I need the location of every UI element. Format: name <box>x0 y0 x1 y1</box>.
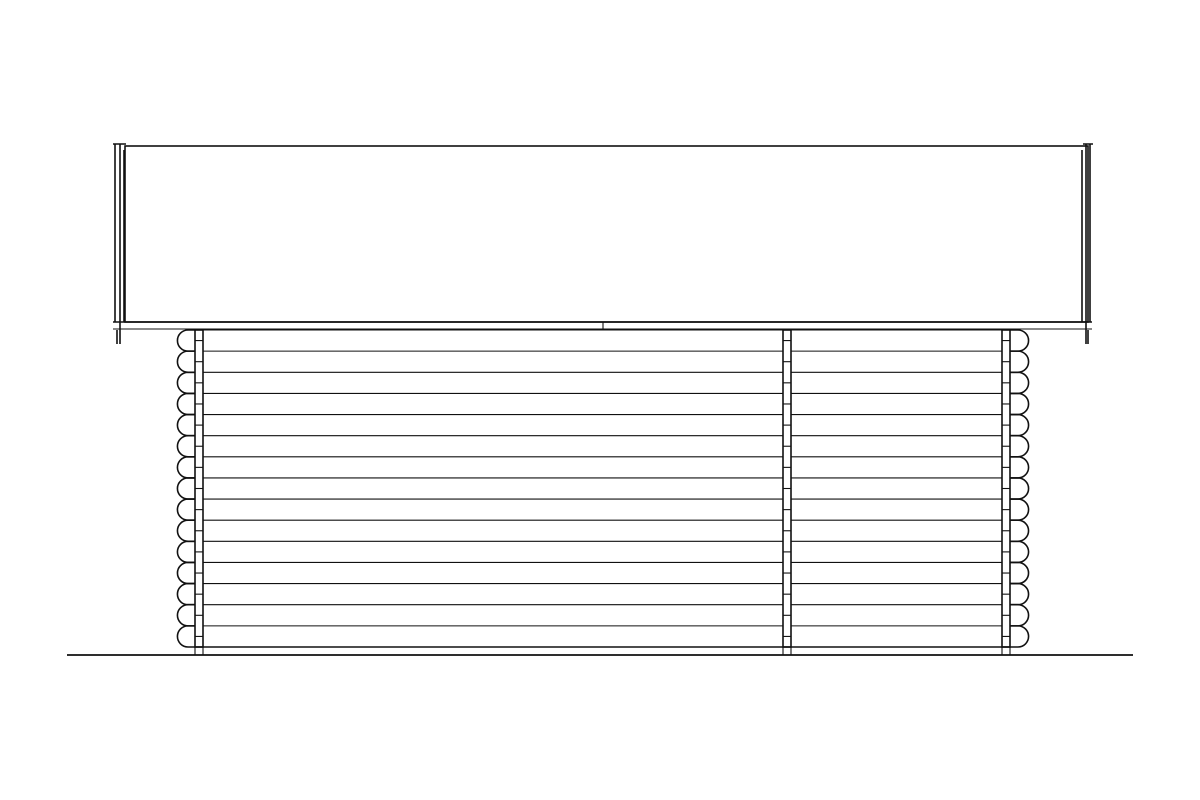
left-log-end <box>176 625 196 648</box>
left-log-end <box>176 413 196 437</box>
right-log-end <box>1010 519 1030 543</box>
left-log-end <box>176 434 196 458</box>
right-log-end <box>1010 477 1030 500</box>
right-log-end <box>1010 625 1030 648</box>
left-log-end <box>176 456 196 479</box>
roof-panel <box>124 145 1089 323</box>
right-log-end <box>1010 603 1030 627</box>
right-log-end <box>1010 434 1030 458</box>
right-log-end <box>1010 561 1030 585</box>
ground-line <box>67 646 1133 656</box>
right-log-end <box>1010 350 1030 374</box>
left-log-end <box>176 540 196 564</box>
left-log-end <box>176 519 196 543</box>
right-log-end <box>1010 456 1030 479</box>
right-log-end <box>1010 329 1030 352</box>
left-log-end <box>176 477 196 500</box>
left-log-end <box>176 392 196 416</box>
right-log-end <box>1010 413 1030 437</box>
roof <box>113 143 1093 344</box>
corner-and-middle-posts <box>194 329 1011 655</box>
log-wall <box>176 329 1030 648</box>
left-gutter-end <box>113 143 126 344</box>
left-log-end <box>176 561 196 585</box>
right-log-end <box>1010 392 1030 416</box>
right-log-end <box>1010 371 1030 395</box>
right-log-end <box>1010 582 1030 606</box>
left-log-end <box>176 371 196 395</box>
left-log-end <box>176 498 196 521</box>
right-log-end <box>1010 498 1030 521</box>
left-log-end <box>176 603 196 627</box>
left-log-end <box>176 582 196 606</box>
right-log-end <box>1010 540 1030 564</box>
left-log-end <box>176 350 196 374</box>
right-gutter-end <box>1081 143 1093 344</box>
left-log-end <box>176 329 196 352</box>
